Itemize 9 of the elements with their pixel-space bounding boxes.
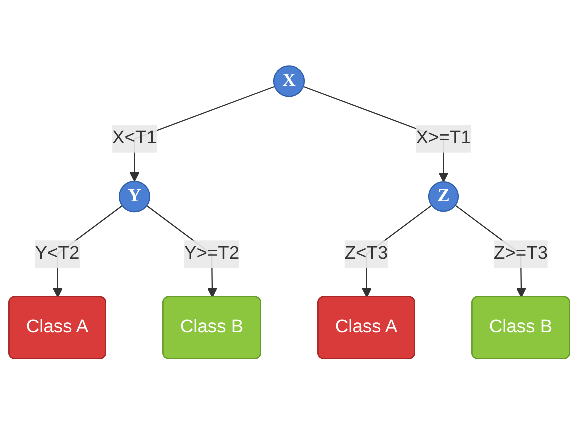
- edge-label: Z<T3: [344, 244, 388, 264]
- edge-label: Y>=T2: [184, 244, 240, 264]
- edge-label: Y<T2: [35, 244, 80, 264]
- edge-label: Z>=T3: [494, 244, 548, 264]
- node-circle: X: [273, 66, 306, 98]
- node-circle: Y: [118, 180, 151, 213]
- edge-label: X<T1: [112, 128, 157, 148]
- edge-label: X>=T1: [416, 128, 472, 148]
- node-circle: Z: [428, 181, 460, 212]
